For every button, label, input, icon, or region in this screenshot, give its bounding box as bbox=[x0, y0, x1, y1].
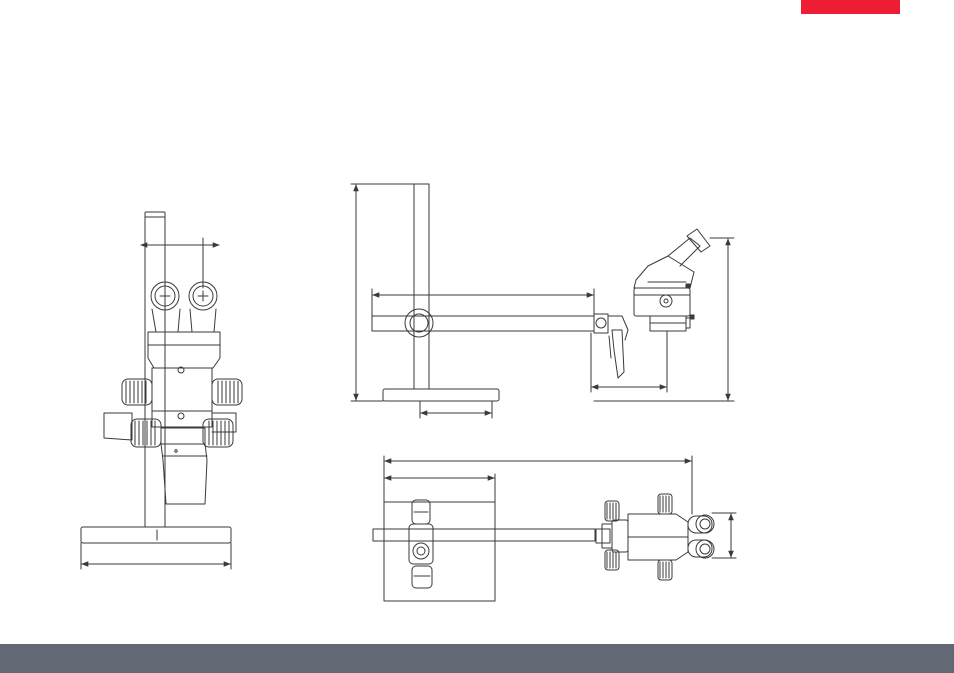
top-base-plate bbox=[384, 502, 495, 601]
front-binocular-head bbox=[148, 332, 220, 368]
top-eyepiece-upper bbox=[696, 515, 714, 533]
top-eyepiece-lower bbox=[696, 540, 714, 558]
front-base bbox=[81, 527, 231, 543]
top-pillar-clamp bbox=[413, 543, 429, 559]
front-pillar bbox=[145, 212, 165, 527]
side-eyepiece-tube bbox=[668, 238, 700, 266]
side-focus-holder bbox=[612, 330, 624, 378]
side-base bbox=[383, 389, 499, 401]
top-boom-arm bbox=[373, 529, 595, 541]
front-view bbox=[81, 212, 242, 569]
front-focus-arm bbox=[104, 413, 132, 440]
side-zoom-body bbox=[634, 288, 690, 316]
side-pillar bbox=[414, 184, 429, 389]
footer-bar bbox=[0, 644, 954, 673]
side-view bbox=[351, 184, 734, 418]
top-view bbox=[373, 456, 736, 601]
front-illuminator bbox=[161, 444, 207, 504]
